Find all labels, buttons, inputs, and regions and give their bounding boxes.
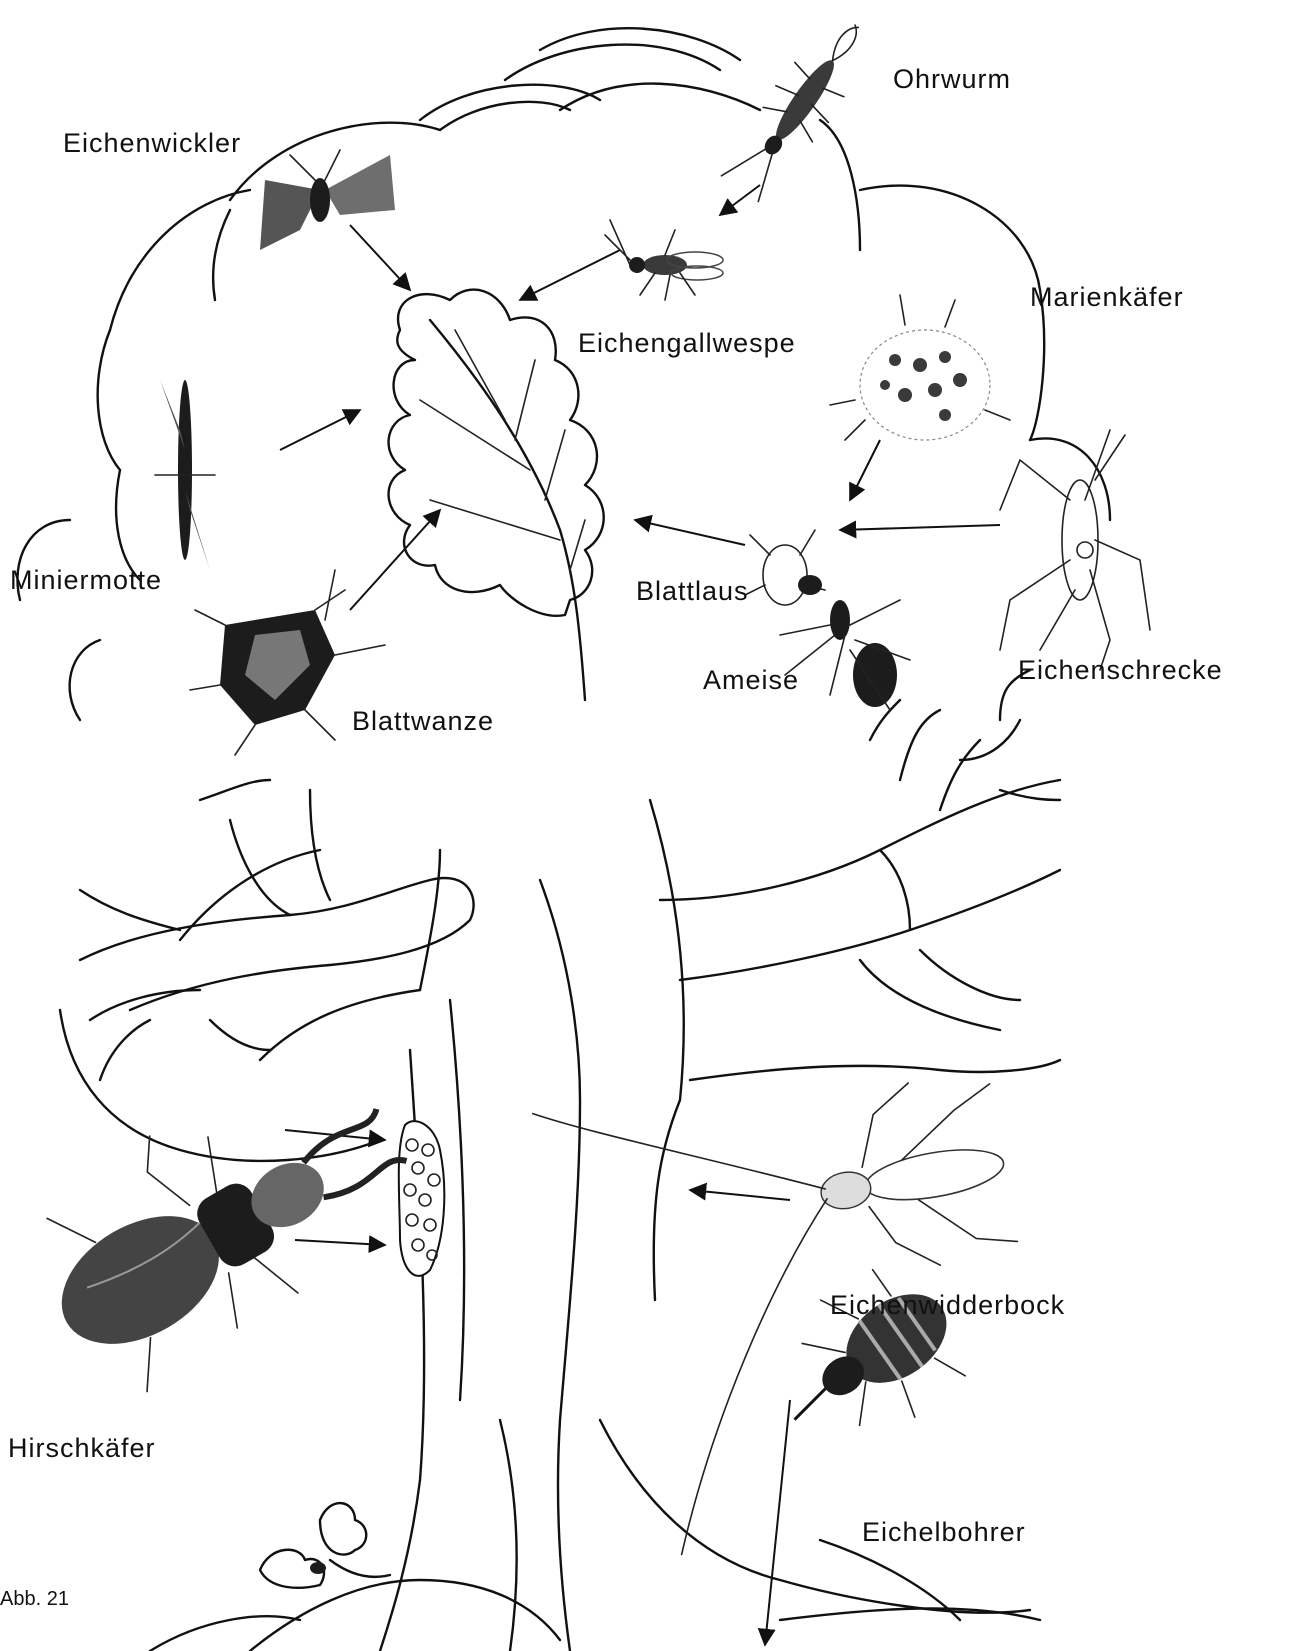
label-eichelbohrer: Eichelbohrer [862,1517,1026,1548]
arrow-eichelbohrer [765,1400,790,1645]
label-ohrwurm: Ohrwurm [893,64,1011,95]
arrow-schrecke-blattlaus [840,525,1000,530]
arrow-hirschkaefer-2 [295,1240,385,1245]
arrow-blattlaus-leaf [635,520,745,545]
label-blattlaus: Blattlaus [636,576,749,607]
label-blattwanze: Blattwanze [352,706,494,737]
label-eichengallwespe: Eichengallwespe [578,328,796,359]
eichelbohrer-illustration [747,1246,985,1475]
label-miniermotte: Miniermotte [10,565,162,596]
arrow-miniermotte-leaf [280,410,360,450]
sap-flow-cluster [399,1121,445,1276]
label-hirschkaefer: Hirschkäfer [8,1433,156,1464]
label-eichenwickler: Eichenwickler [63,128,241,159]
left-branch [60,780,474,1161]
right-branch [660,670,1060,1080]
label-eichenwidderbock: Eichenwidderbock [830,1290,1065,1321]
hirschkaefer-illustration [7,1031,442,1409]
oak-leaf [389,290,604,700]
acorn-sprouts [260,1503,390,1588]
eichengallwespe-illustration [605,220,723,300]
arrow-gallwespe-leaf [520,250,620,300]
eichenschrecke-illustration [1000,430,1150,670]
food-web-arrows [280,185,1000,1645]
marienkaefer-illustration [830,295,1010,440]
arrow-eichenwickler-leaf [350,225,410,290]
arrow-ohrwurm-gallwespe [720,185,760,215]
arrow-blattwanze-leaf [350,510,440,610]
eichenwickler-illustration [260,150,395,250]
label-marienkaefer: Marienkäfer [1030,282,1184,313]
arrow-widderbock-trunk [690,1190,790,1200]
ohrwurm-illustration [716,8,883,209]
label-ameise: Ameise [703,665,799,696]
miniermotte-illustration [155,370,215,570]
label-eichenschrecke: Eichenschrecke [1018,655,1223,686]
figure-label: Abb. 21 [0,1588,69,1611]
arrow-marienkaefer-blattlaus [850,440,880,500]
